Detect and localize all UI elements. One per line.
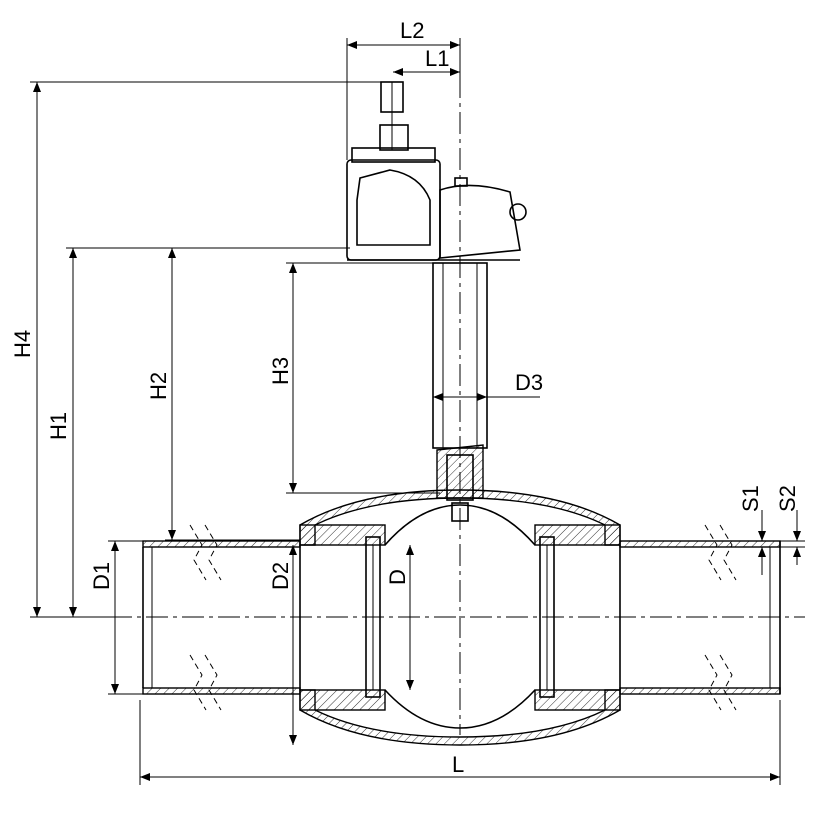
valve-body [299, 489, 621, 746]
dim-label-s2: S2 [775, 485, 800, 512]
dim-label-d1: D1 [89, 562, 114, 590]
stem-extension [432, 262, 488, 501]
dim-label-l: L [452, 752, 464, 777]
dim-label-d3: D3 [515, 370, 543, 395]
gearbox [346, 81, 527, 261]
dim-label-s1: S1 [738, 485, 763, 512]
dim-label-l2: L2 [400, 18, 424, 43]
ball [384, 502, 536, 729]
dim-label-h1: H1 [46, 412, 71, 440]
dim-label-l1: L1 [425, 46, 449, 71]
dim-label-d2: D2 [268, 562, 293, 590]
dim-label-d: D [385, 569, 410, 585]
dim-label-h3: H3 [268, 357, 293, 385]
extension-lines [30, 38, 805, 785]
dim-label-h4: H4 [10, 330, 35, 358]
dim-label-h2: H2 [146, 372, 171, 400]
dimension-lines [33, 41, 801, 781]
